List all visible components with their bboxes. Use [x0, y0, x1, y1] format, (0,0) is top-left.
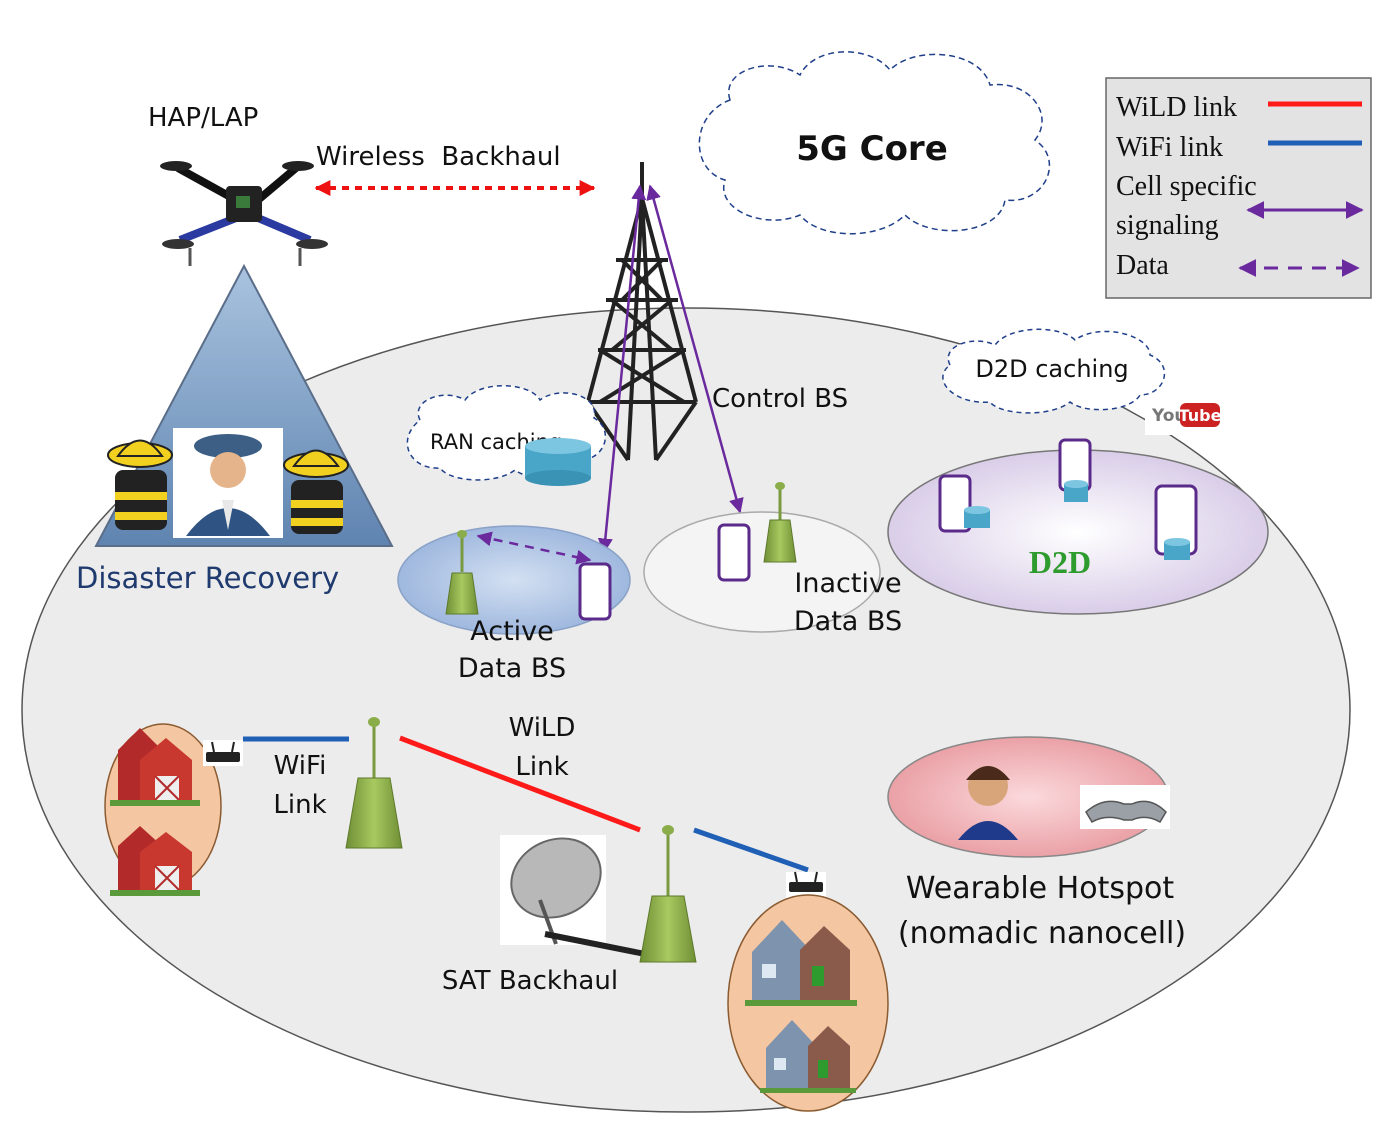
inactive-label-1: Inactive: [794, 568, 901, 599]
wild-antenna-icon: [639, 825, 697, 963]
inactive-bs-antenna-icon: [763, 482, 797, 563]
core-label: 5G Core: [796, 129, 948, 169]
inactive-phone-icon: [717, 523, 751, 582]
wifi-router-icon: [203, 740, 243, 766]
control-bs-label: Control BS: [712, 384, 848, 414]
d2d-phone-icon: [938, 474, 990, 533]
active-phone-icon: [578, 562, 612, 621]
signaling-arrow-active: [597, 184, 647, 554]
legend-wild-label: WiLD link: [1116, 92, 1237, 123]
wifi-link-label-1: WiFi: [274, 751, 327, 781]
legend-cell-label-1: Cell specific: [1116, 171, 1257, 202]
d2d-caching-cloud: [942, 328, 1166, 414]
ran-database-icon: [525, 438, 591, 486]
barn-icon: [110, 728, 200, 806]
firefighter-right-icon: [283, 449, 349, 534]
police-officer-icon: [173, 428, 283, 538]
legend-cell-label-2: signaling: [1116, 210, 1219, 241]
d2d-phone-icon: [1154, 484, 1198, 560]
smart-glasses-icon: [1080, 785, 1170, 829]
wild-link-label-1: WiLD: [509, 713, 576, 743]
wireless-backhaul-label: Wireless Backhaul: [316, 142, 561, 172]
d2d-caching-label: D2D caching: [975, 355, 1128, 383]
inactive-data-bs-cell: [643, 511, 881, 633]
house-icon: [760, 1020, 856, 1093]
active-bs-antenna-icon: [445, 530, 479, 615]
active-label-2: Data BS: [458, 653, 566, 684]
data-arrow-active: [476, 531, 592, 565]
sat-backhaul-cable: [544, 931, 651, 958]
hap-lap-label: HAP/LAP: [148, 103, 258, 133]
barn-icon: [110, 826, 200, 896]
wifi-router-icon: [786, 871, 826, 898]
sat-backhaul-label: SAT Backhaul: [442, 966, 618, 996]
svg-text:Tube: Tube: [1179, 406, 1222, 425]
wild-link-label-2: Link: [515, 752, 568, 782]
inactive-label-2: Data BS: [794, 606, 902, 637]
wearable-hotspot-label-2: (nomadic nanocell): [898, 916, 1186, 951]
person-icon: [958, 766, 1018, 840]
drone-icon: [160, 161, 328, 266]
svg-text:You: You: [1151, 406, 1187, 426]
d2d-phone-icon: [1058, 438, 1092, 502]
wild-antenna-icon: [345, 717, 403, 849]
core-cloud: [698, 51, 1051, 235]
signaling-arrow-inactive: [646, 184, 744, 514]
wearable-hotspot-label-1: Wearable Hotspot: [906, 871, 1175, 906]
active-label-1: Active: [470, 616, 554, 647]
disaster-recovery-label: Disaster Recovery: [76, 561, 339, 595]
wild-link: [399, 735, 641, 833]
satellite-dish-icon: [500, 835, 606, 945]
legend-wifi-label: WiFi link: [1116, 132, 1223, 163]
wifi-link-label-2: Link: [273, 790, 326, 820]
wifi-link-houses: [693, 827, 809, 873]
firefighter-left-icon: [107, 439, 173, 530]
legend: WiLD link WiFi link Cell specific signal…: [1105, 77, 1372, 299]
d2d-label: D2D: [1029, 544, 1091, 580]
youtube-logo: You Tube: [1145, 395, 1223, 435]
legend-data-label: Data: [1116, 250, 1169, 281]
house-icon: [745, 920, 857, 1006]
